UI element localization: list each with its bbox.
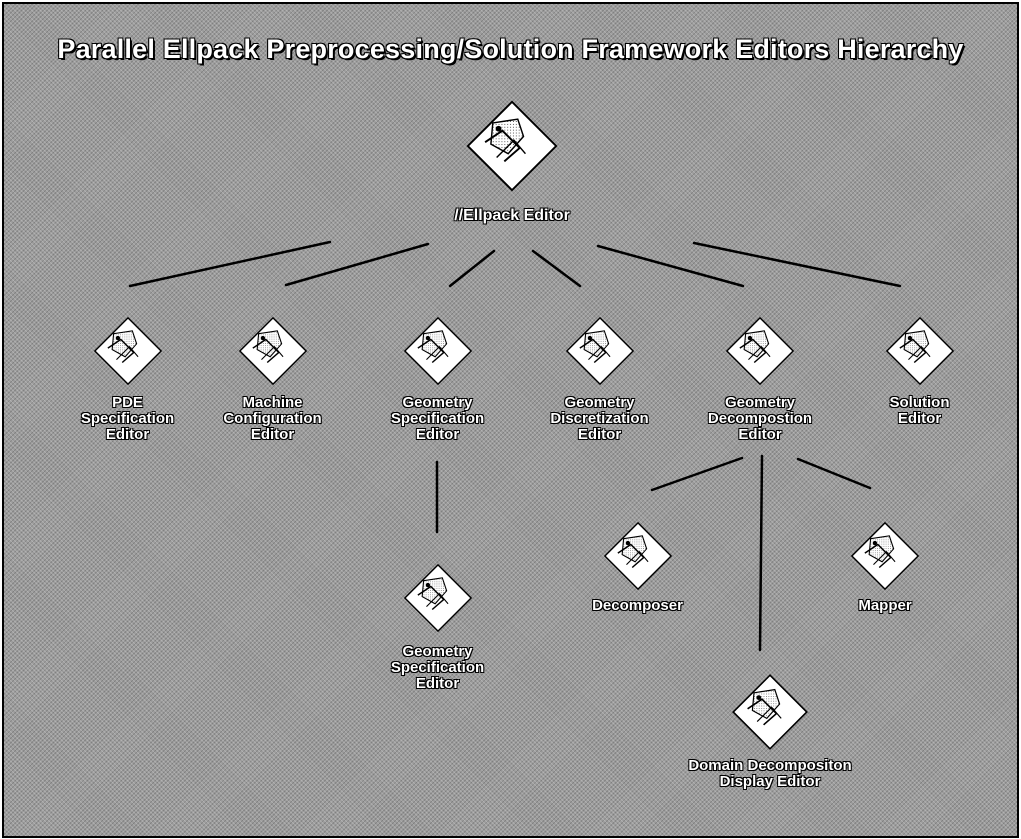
link-root-geomdecomp — [596, 244, 745, 288]
link-geomdecomp-display — [758, 454, 764, 652]
link-geomdecomp-decomposer — [650, 456, 744, 492]
editor-icon — [403, 564, 472, 632]
link-geomdecomp-mapper — [796, 457, 872, 490]
node-geometry-discretization-editor[interactable]: Geometry Discretization Editor — [532, 315, 667, 443]
editor-icon — [93, 317, 162, 385]
node-pde-specification-editor[interactable]: PDE Specification Editor — [60, 315, 195, 443]
node-domain-decomposition-display-editor[interactable]: Domain Decompositon Display Editor — [660, 672, 880, 790]
node-label: Geometry Decompostion Editor — [707, 394, 813, 443]
editor-icon — [238, 317, 307, 385]
editor-icon — [732, 674, 808, 750]
node-solution-editor[interactable]: Solution Editor — [852, 315, 987, 427]
node-label: Machine Configuration Editor — [223, 394, 322, 443]
node-label: Decomposer — [592, 597, 683, 614]
editor-icon — [603, 522, 672, 590]
node-label: Solution Editor — [889, 394, 950, 427]
node-label: Geometry Specification Editor — [390, 643, 485, 692]
editor-icon — [403, 317, 472, 385]
link-root-machine — [284, 242, 430, 287]
editor-icon — [851, 522, 919, 590]
node-geometry-specification-editor[interactable]: Geometry Specification Editor — [370, 315, 505, 443]
link-root-geomdisc — [531, 249, 582, 288]
editor-icon — [466, 100, 558, 192]
editor-icon — [565, 317, 634, 385]
node-decomposer[interactable]: Decomposer — [570, 520, 705, 614]
node-label: //Ellpack Editor — [454, 207, 570, 224]
editor-icon — [726, 317, 794, 385]
node-mapper[interactable]: Mapper — [820, 520, 950, 614]
link-root-solution — [692, 241, 902, 288]
node-label: Domain Decompositon Display Editor — [688, 757, 852, 790]
node-ellpack-editor[interactable]: //Ellpack Editor — [442, 98, 582, 224]
node-label: Mapper — [858, 597, 912, 614]
diagram-title: Parallel Ellpack Preprocessing/Solution … — [57, 34, 964, 64]
node-label: PDE Specification Editor — [80, 394, 175, 443]
node-label: Geometry Discretization Editor — [550, 394, 649, 443]
editor-icon — [885, 317, 954, 385]
link-root-geomspec — [448, 249, 496, 288]
link-root-pde — [128, 240, 332, 288]
node-label: Geometry Specification Editor — [390, 394, 485, 443]
node-geometry-specification-editor-child[interactable]: Geometry Specification Editor — [370, 562, 505, 692]
node-geometry-decomposition-editor[interactable]: Geometry Decompostion Editor — [690, 315, 830, 443]
node-machine-configuration-editor[interactable]: Machine Configuration Editor — [205, 315, 340, 443]
